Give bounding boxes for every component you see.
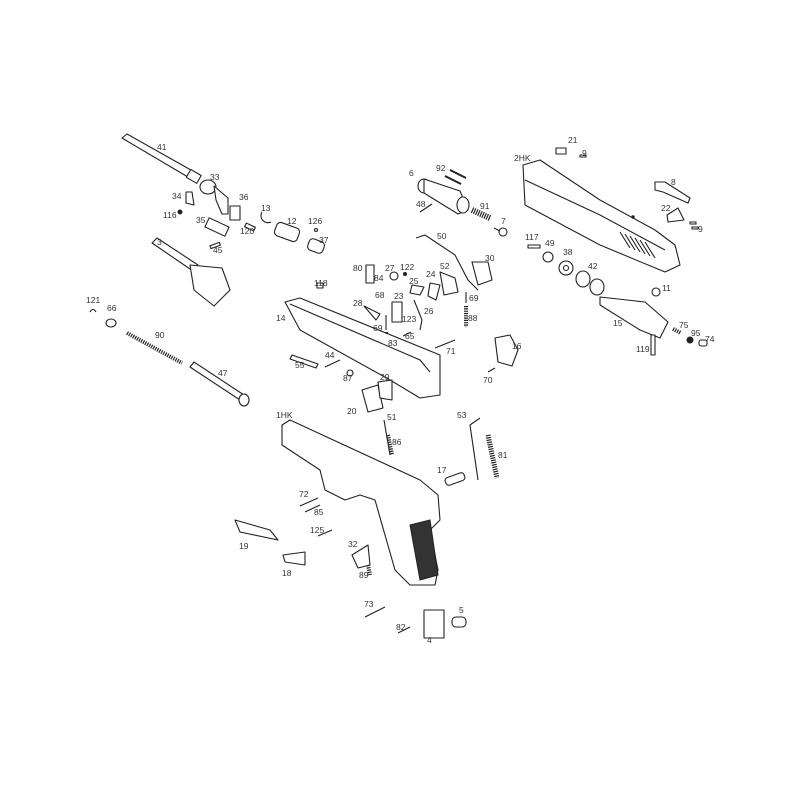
label-17: 17: [437, 465, 447, 475]
label-20: 20: [347, 406, 357, 416]
label-26: 26: [424, 306, 434, 316]
label-36: 36: [239, 192, 249, 202]
label-9b: 9: [698, 224, 703, 234]
label-38: 38: [563, 247, 573, 257]
part-recoil-spring-set: [89, 308, 250, 407]
label-117: 117: [525, 232, 539, 242]
label-87: 87: [343, 373, 353, 383]
label-125: 125: [310, 525, 324, 535]
label-75: 75: [679, 320, 689, 330]
label-19: 19: [239, 541, 249, 551]
label-2HK: 2HK: [514, 153, 531, 163]
label-95: 95: [691, 328, 701, 338]
label-12: 12: [287, 216, 297, 226]
label-45: 45: [213, 245, 223, 255]
label-15: 15: [613, 318, 623, 328]
label-22: 22: [661, 203, 671, 213]
label-92: 92: [436, 163, 446, 173]
label-121: 121: [86, 295, 100, 305]
label-47: 47: [218, 368, 228, 378]
part-hopup-chamber: [177, 179, 325, 254]
label-24: 24: [426, 269, 436, 279]
label-28: 28: [353, 298, 363, 308]
label-83: 83: [388, 338, 398, 348]
part-chassis: [284, 297, 441, 456]
label-21: 21: [568, 135, 578, 145]
label-86: 86: [392, 437, 402, 447]
label-55: 55: [295, 360, 305, 370]
label-66: 66: [107, 303, 117, 313]
label-3: 3: [157, 237, 162, 247]
label-81: 81: [498, 450, 508, 460]
label-90: 90: [155, 330, 165, 340]
label-71: 71: [446, 346, 456, 356]
label-42: 42: [588, 261, 598, 271]
label-16: 16: [512, 341, 522, 351]
label-11: 11: [662, 283, 671, 293]
part-inner-barrel-assembly: [151, 237, 231, 307]
label-9a: 9: [582, 148, 587, 158]
label-33: 33: [210, 172, 220, 182]
label-44: 44: [325, 350, 335, 360]
label-84: 84: [374, 273, 384, 283]
label-74: 74: [705, 334, 715, 344]
label-123: 123: [402, 314, 416, 324]
part-frame-small-parts: [234, 417, 500, 639]
label-50: 50: [437, 231, 447, 241]
label-27: 27: [385, 263, 395, 273]
label-118: 118: [314, 278, 328, 288]
label-32: 32: [348, 539, 358, 549]
label-73: 73: [364, 599, 374, 609]
label-53: 53: [457, 410, 467, 420]
label-88: 88: [468, 313, 478, 323]
label-68: 68: [375, 290, 385, 300]
label-80: 80: [353, 263, 363, 273]
label-91: 91: [480, 201, 490, 211]
part-number-labels: 41 33 34 36 116 35 13 12 126 120 37 45 3…: [86, 135, 715, 645]
label-70: 70: [483, 375, 493, 385]
part-frame: [281, 419, 441, 586]
part-slide-small-parts: [527, 147, 708, 356]
label-5: 5: [459, 605, 464, 615]
label-69a: 69: [469, 293, 479, 303]
label-13: 13: [261, 203, 271, 213]
label-49: 49: [545, 238, 555, 248]
label-30: 30: [485, 253, 495, 263]
label-126: 126: [308, 216, 322, 226]
label-48: 48: [416, 199, 426, 209]
part-outer-barrel: [121, 133, 202, 184]
label-29: 29: [380, 372, 390, 382]
label-41: 41: [157, 142, 167, 152]
label-52: 52: [440, 261, 450, 271]
label-34: 34: [172, 191, 182, 201]
label-1HK: 1HK: [276, 410, 293, 420]
label-37: 37: [319, 235, 329, 245]
part-slide: [522, 159, 681, 273]
label-51: 51: [387, 412, 397, 422]
part-nozzle-assembly: [417, 169, 508, 237]
label-65: 65: [405, 331, 415, 341]
label-120: 120: [240, 226, 254, 236]
label-116: 116: [163, 210, 177, 220]
label-14: 14: [276, 313, 286, 323]
label-85: 85: [314, 507, 324, 517]
label-35: 35: [196, 215, 206, 225]
label-7: 7: [501, 216, 506, 226]
label-6: 6: [409, 168, 414, 178]
part-trigger-mechanism: [316, 234, 519, 373]
label-25: 25: [409, 276, 419, 286]
label-23: 23: [394, 291, 404, 301]
label-89: 89: [359, 570, 369, 580]
label-119: 119: [636, 344, 650, 354]
label-18: 18: [282, 568, 292, 578]
label-4: 4: [427, 635, 432, 645]
label-69b: 69: [373, 323, 383, 333]
label-82: 82: [396, 622, 406, 632]
label-8: 8: [671, 177, 676, 187]
label-72: 72: [299, 489, 309, 499]
slide-serrations: [619, 231, 656, 259]
label-122: 122: [400, 262, 414, 272]
